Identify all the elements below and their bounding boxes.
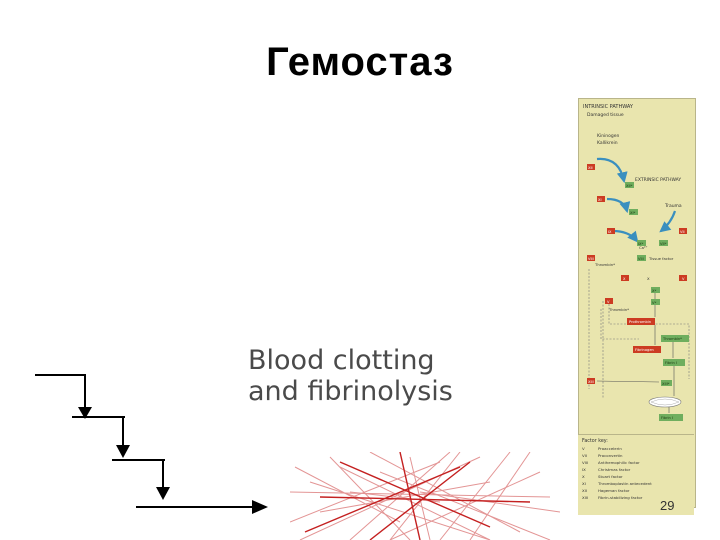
cascade-staircase-diagram — [35, 374, 268, 514]
legend-code-8: XIII — [582, 495, 588, 500]
fibrin-mesh-illustration — [290, 452, 560, 540]
cascade-step-1 — [35, 374, 86, 410]
cascade-arrowhead-1 — [78, 407, 92, 419]
calcium-label: Ca²⁺ — [639, 245, 648, 250]
subtitle-line-2: and fibrinolysis — [248, 376, 453, 407]
legend-name-8: Fibrin-stabilizing factor — [598, 495, 643, 500]
factor-xia-box: XI* — [630, 211, 636, 215]
subtitle-block: Blood clotting and fibrinolysis — [248, 345, 453, 407]
fibrinogen-box: Fibrinogen — [635, 348, 654, 352]
thrombin-box: Thrombin* — [662, 337, 682, 341]
legend-name-5: Stuart factor — [598, 474, 623, 479]
thrombin-label-2: Thrombin* — [608, 307, 629, 312]
factor-ix-box: IX — [608, 230, 612, 234]
cascade-arrowhead-3 — [156, 487, 170, 500]
arrow-xi-to-xia — [606, 197, 631, 214]
damaged-tissue-label: Damaged tissue — [587, 112, 624, 118]
fibrin-box: Fibrin I — [665, 361, 677, 365]
thrombin-label-1: Thrombin* — [594, 262, 615, 267]
legend-code-7: XII — [582, 488, 587, 493]
cascade-arrowhead-final — [252, 500, 268, 514]
trauma-label: Trauma — [664, 203, 682, 209]
subtitle-line-1: Blood clotting — [248, 345, 435, 376]
legend-name-4: Christmas factor — [598, 467, 631, 472]
pathway-svg: INTRINSIC PATHWAY Damaged tissue Kininog… — [583, 104, 690, 421]
prothrombin-box: Prothrombin — [629, 320, 651, 324]
cascade-arrowhead-2 — [116, 445, 130, 458]
page-number: 29 — [660, 498, 675, 513]
factor-key-legend: Factor key: V Proaccelerin VII Proconver… — [578, 434, 694, 515]
tissue-factor-label: Tissue factor — [648, 256, 674, 261]
legend-svg: Factor key: V Proaccelerin VII Proconver… — [582, 438, 652, 500]
factor-x-box: X — [623, 277, 626, 281]
kininogen-label: Kininogen — [597, 133, 620, 139]
legend-code-6: XI — [582, 481, 586, 486]
factor-xi-box: XI — [598, 198, 602, 202]
arrow-trauma — [659, 210, 677, 233]
factor-xa-box: X* — [652, 289, 656, 293]
factor-v-box: V — [682, 277, 685, 281]
factor-viii-box: VIII — [588, 257, 594, 261]
factor-vii-box: VII — [680, 230, 685, 234]
factor-xiia-box: XII* — [626, 184, 633, 188]
intrinsic-pathway-title: INTRINSIC PATHWAY — [583, 104, 634, 110]
legend-name-6: Thromboplastin antecedent — [597, 481, 652, 486]
factor-xii-box: XII — [588, 166, 593, 170]
factor-viii-box-2: VIII — [638, 257, 644, 261]
legend-title: Factor key: — [582, 438, 608, 444]
cascade-step-2 — [78, 416, 124, 447]
cascade-step-3 — [118, 459, 164, 490]
factor-xiiia-box: XIII* — [662, 382, 670, 386]
legend-code-1: V — [582, 446, 585, 451]
kallikrein-label: Kallikrein — [597, 140, 618, 146]
fibrin-clot-icon — [648, 396, 682, 408]
factor-ixa-box: IX* — [638, 242, 644, 246]
factor-va-box: V* — [652, 301, 656, 305]
legend-code-4: IX — [582, 467, 586, 472]
extrinsic-pathway-title: EXTRINSIC PATHWAY — [635, 177, 681, 183]
legend-code-3: VIII — [582, 460, 588, 465]
legend-name-1: Proaccelerin — [598, 446, 622, 451]
legend-name-7: Hageman factor — [598, 488, 630, 493]
legend-code-2: VII — [582, 453, 587, 458]
slide-title: Гемостаз — [266, 40, 454, 84]
factor-viia-box: VII* — [660, 242, 667, 246]
factor-x-label: X — [647, 276, 650, 281]
legend-code-5: X — [582, 474, 585, 479]
arrow-ix-to-ixa — [612, 229, 639, 243]
arrow-xii-to-xiia — [596, 157, 628, 184]
legend-name-2: Proconvertin — [598, 453, 623, 458]
fibrin-final-box: Fibrin I — [661, 416, 673, 420]
factor-v-box-2: V — [607, 300, 610, 304]
factor-xiii-box: XIII — [588, 380, 594, 384]
legend-name-3: Antihemophilic factor — [598, 460, 640, 465]
